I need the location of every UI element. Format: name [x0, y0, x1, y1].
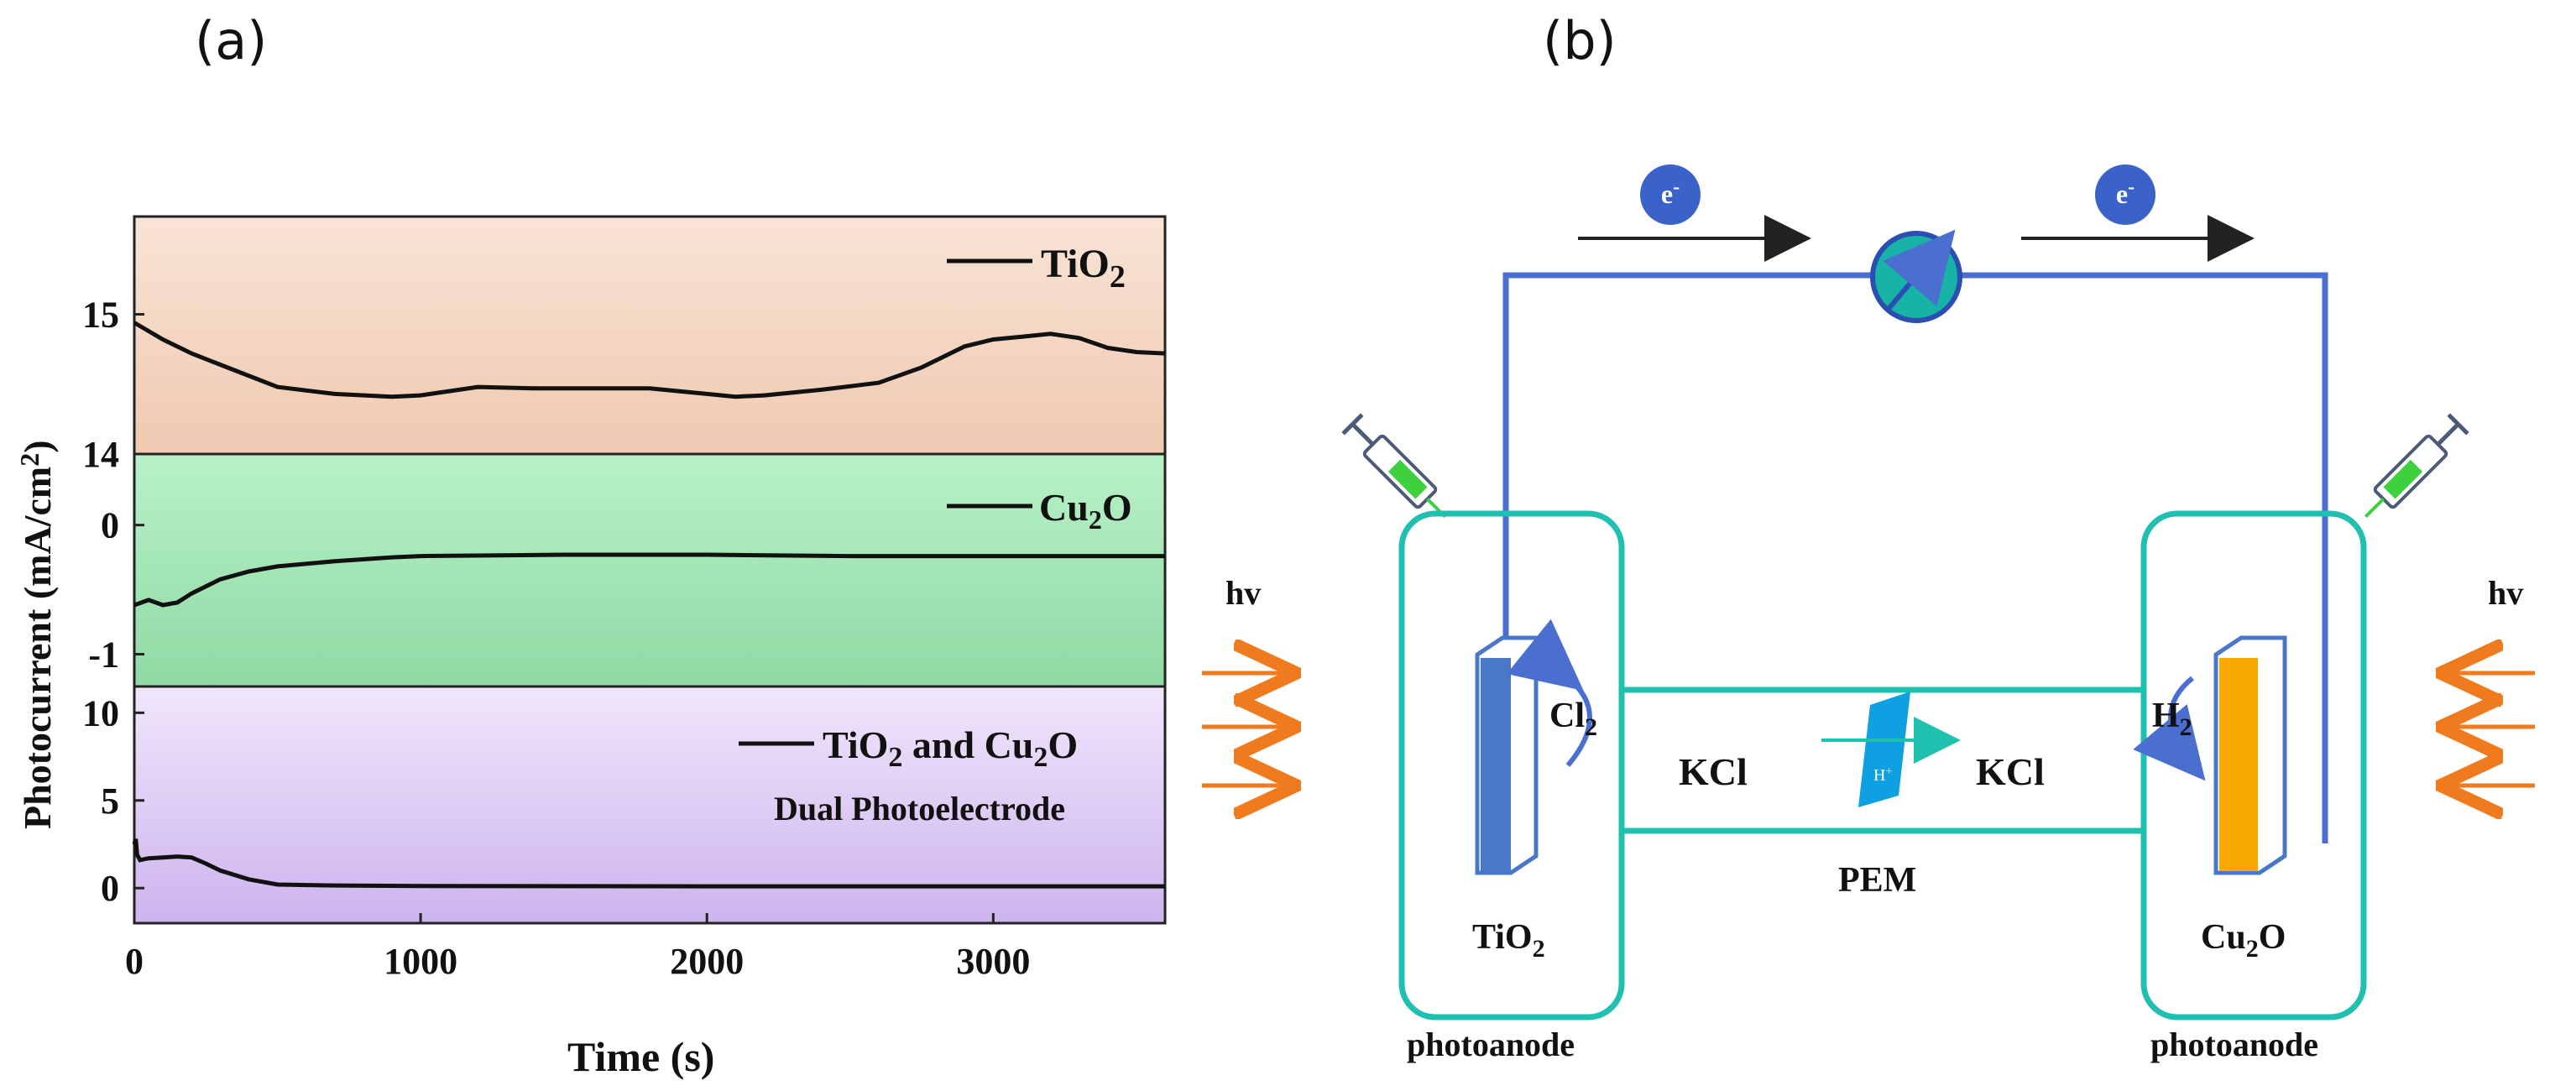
hv-right-label: hv — [2488, 574, 2523, 612]
annotation-dual-photoelectrode: Dual Photoelectrode — [774, 790, 1065, 827]
hplus-label: H+ — [1873, 765, 1892, 785]
electron-right-label: e- — [2116, 176, 2134, 209]
x-axis-label: Time (s) — [567, 1033, 714, 1080]
y-tick-label: 0 — [101, 868, 119, 909]
electron-left-label: e- — [1661, 176, 1680, 209]
x-tick-label: 0 — [125, 941, 144, 982]
y-tick-label: 0 — [101, 505, 119, 546]
tio2-electrode — [1475, 635, 1539, 875]
legend-label-dual: TiO2 and Cu2O — [823, 723, 1078, 773]
photoanode-left-label: photoanode — [1407, 1026, 1575, 1063]
x-tick-label: 1000 — [384, 941, 457, 982]
cl2-label: Cl2 — [1549, 697, 1597, 741]
cl2-curved-arrow-icon — [1506, 619, 1592, 767]
y-tick-label: 15 — [82, 295, 119, 336]
y-axis-label: Photocurrent (mA/cm2) — [14, 440, 59, 829]
salt-bridge-channel — [1622, 686, 2144, 834]
tio2-label: TiO2 — [1472, 918, 1545, 963]
syringe-right-icon — [2364, 413, 2469, 519]
electron-right-icon — [2095, 164, 2155, 225]
x-tick-label: 2000 — [670, 941, 744, 982]
series-line-2 — [133, 552, 1165, 608]
panel-b-label: (b) — [1543, 10, 1617, 71]
cell-diagram: e- e- — [1202, 164, 2535, 1063]
pem-label: PEM — [1838, 861, 1916, 900]
left-compartment — [1398, 510, 1625, 1021]
syringe-left-icon — [1341, 413, 1447, 519]
y-tick-label: -1 — [88, 634, 119, 676]
subplot-1-background — [134, 217, 1165, 454]
legend-label-tio2: TiO2 — [1041, 242, 1126, 295]
photoanode-right-label: photoanode — [2150, 1026, 2318, 1063]
cu2o-electrode — [2213, 635, 2287, 875]
hv-left-label: hv — [1225, 574, 1261, 612]
series-line-1 — [133, 321, 1166, 399]
stacked-line-chart: 15 14 0 -1 10 5 0 0 1000 2000 3000 TiO2 Cu2O TiO2… — [14, 215, 1167, 1080]
kcl-right-label: KCl — [1976, 750, 2045, 793]
ammeter-needle-icon — [1883, 229, 1956, 311]
y-tick-label: 14 — [82, 434, 119, 475]
panel-a-label: (a) — [195, 10, 267, 71]
y-tick-label: 5 — [101, 780, 119, 822]
pem-membrane-icon — [1858, 692, 1910, 807]
electron-left-icon — [1640, 164, 1701, 225]
h2-label: H2 — [2152, 697, 2192, 741]
series-line-3 — [132, 838, 1165, 889]
legend-label-cu2o: Cu2O — [1039, 486, 1132, 535]
h2-curved-arrow-icon — [2133, 676, 2206, 781]
subplot-2-background — [134, 454, 1165, 686]
circuit-wire — [1502, 272, 2328, 843]
plot-frame — [133, 215, 1167, 925]
cu2o-label: Cu2O — [2201, 918, 2286, 963]
x-tick-label: 3000 — [956, 941, 1030, 982]
y-tick-label: 10 — [82, 692, 119, 733]
kcl-left-label: KCl — [1679, 750, 1748, 793]
